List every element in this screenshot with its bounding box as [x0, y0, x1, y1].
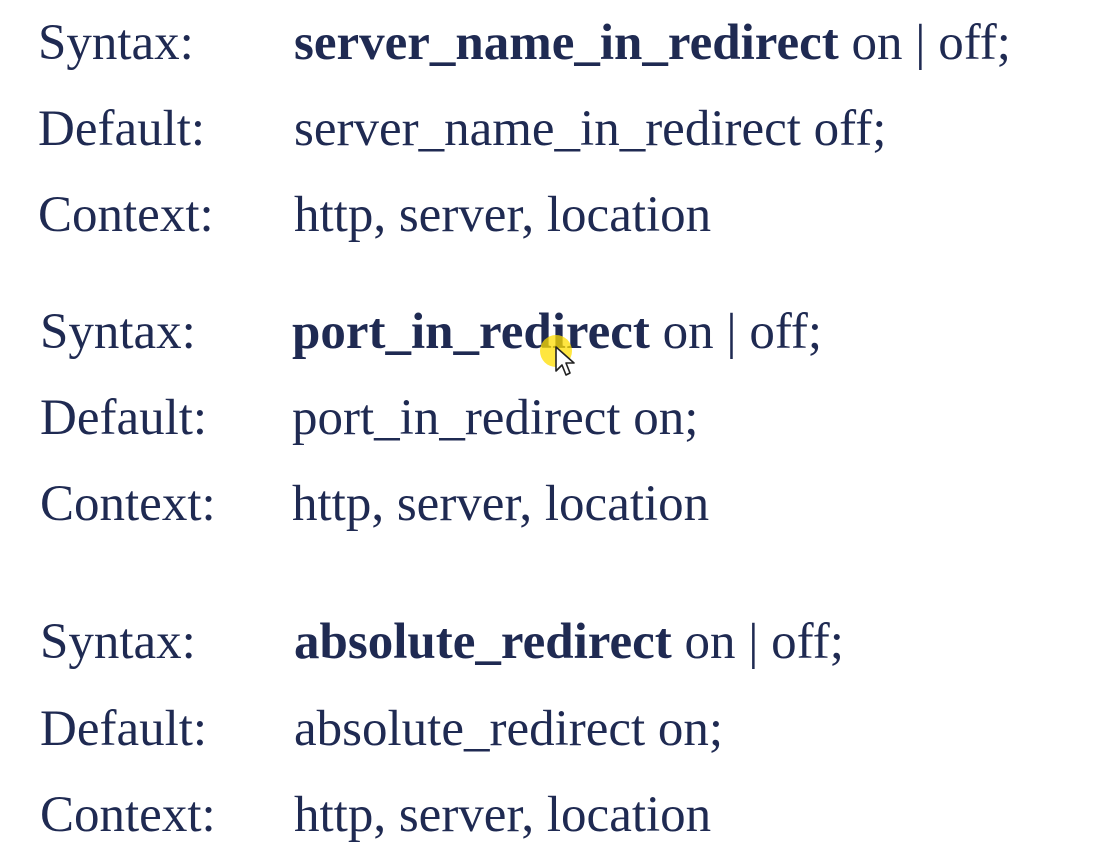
context-value: http, server, location — [292, 476, 710, 532]
default-label: Default: — [40, 701, 208, 757]
context-value: http, server, location — [294, 187, 712, 243]
syntax-value: port_in_redirect on | off; — [292, 297, 822, 367]
default-value: absolute_redirect on; — [294, 701, 724, 757]
default-value: port_in_redirect on; — [292, 390, 699, 446]
context-label: Context: — [40, 476, 216, 532]
directive-name: port_in_redirect — [292, 304, 650, 360]
syntax-label: Syntax: — [38, 15, 194, 71]
default-value: server_name_in_redirect off; — [294, 101, 887, 157]
mouse-cursor — [536, 327, 588, 389]
context-label: Context: — [40, 787, 216, 843]
syntax-label: Syntax: — [40, 304, 196, 360]
context-label: Context: — [38, 187, 214, 243]
mouse-pointer-icon — [555, 346, 575, 376]
directive-name: absolute_redirect — [294, 614, 672, 670]
syntax-label: Syntax: — [40, 614, 196, 670]
directive-args: on | off; — [662, 304, 823, 360]
directive-args: on | off; — [684, 614, 844, 670]
default-label: Default: — [40, 390, 208, 446]
directive-args: on | off; — [851, 15, 1011, 71]
context-value: http, server, location — [294, 787, 712, 843]
default-label: Default: — [38, 101, 206, 157]
directive-name: server_name_in_redirect — [294, 15, 839, 71]
syntax-value: absolute_redirect on | off; — [294, 607, 844, 677]
syntax-value: server_name_in_redirect on | off; — [294, 8, 1011, 78]
